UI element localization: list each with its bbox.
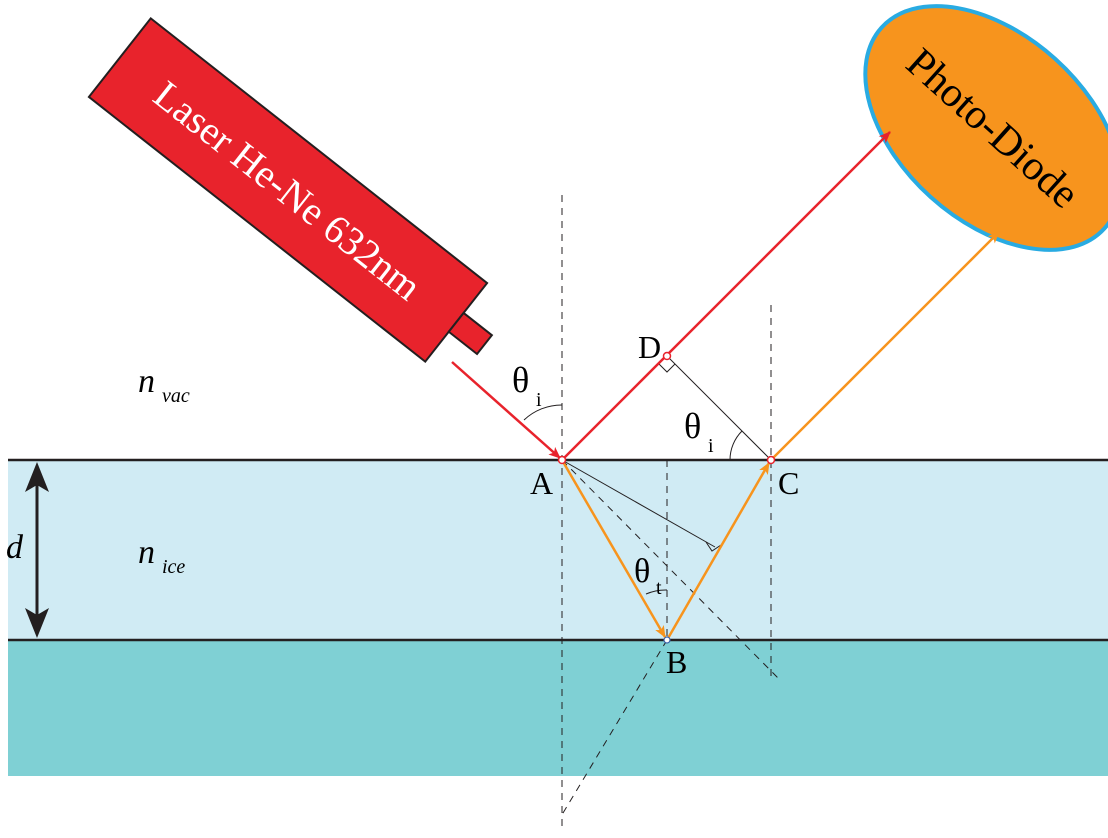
vacuum-index-symbol: n (138, 363, 155, 400)
point-A-marker (557, 455, 567, 465)
theta-t-subscript: t (656, 577, 662, 599)
theta-t-symbol: θ (634, 553, 650, 590)
right-angle-mark-D (658, 363, 676, 373)
point-B-label: B (666, 644, 687, 680)
theta-i-at-C-symbol: θ (684, 406, 701, 446)
point-C-marker (766, 455, 776, 465)
point-D-marker (662, 351, 672, 361)
right-angle-mark-BC (705, 541, 722, 552)
perpendicular-A-to-BC (561, 459, 716, 548)
point-A-label: A (530, 465, 553, 501)
theta-i-symbol: θ (512, 360, 529, 400)
wavefront-line-CD (666, 355, 772, 461)
photo-diode: Photo-Diode (863, 4, 1108, 252)
laser-nozzle (447, 311, 494, 356)
photo-diode-body (863, 4, 1108, 252)
refracted-beam-B-to-C (665, 462, 771, 641)
ice-index-symbol: n (138, 534, 155, 571)
refracted-beam-A-to-B (560, 459, 667, 638)
laser-label: Laser He-Ne 632nm (145, 72, 429, 309)
reflected-beam (561, 131, 891, 461)
thickness-label: d (6, 529, 24, 566)
ice-index-subscript: ice (162, 556, 185, 578)
image-ray-extension (559, 639, 668, 819)
transmitted-out-beam (770, 231, 1000, 461)
laser-device: Laser He-Ne 632nm (87, 16, 494, 364)
angle-arc-C (729, 430, 743, 461)
incident-beam (451, 361, 561, 459)
theta-i-at-C-subscript: i (708, 435, 714, 457)
angle-arc-transmitted (645, 589, 668, 595)
point-B-marker (663, 636, 671, 644)
angle-arc-incident (523, 404, 563, 421)
vacuum-index-subscript: vac (162, 385, 190, 407)
ice-layer (8, 460, 1108, 640)
theta-i-subscript: i (536, 389, 542, 411)
thickness-arrowhead-top (25, 462, 49, 492)
thickness-arrowhead-bottom (25, 608, 49, 638)
point-C-label: C (778, 465, 799, 501)
substrate-layer (8, 640, 1108, 776)
point-D-label: D (638, 329, 661, 365)
